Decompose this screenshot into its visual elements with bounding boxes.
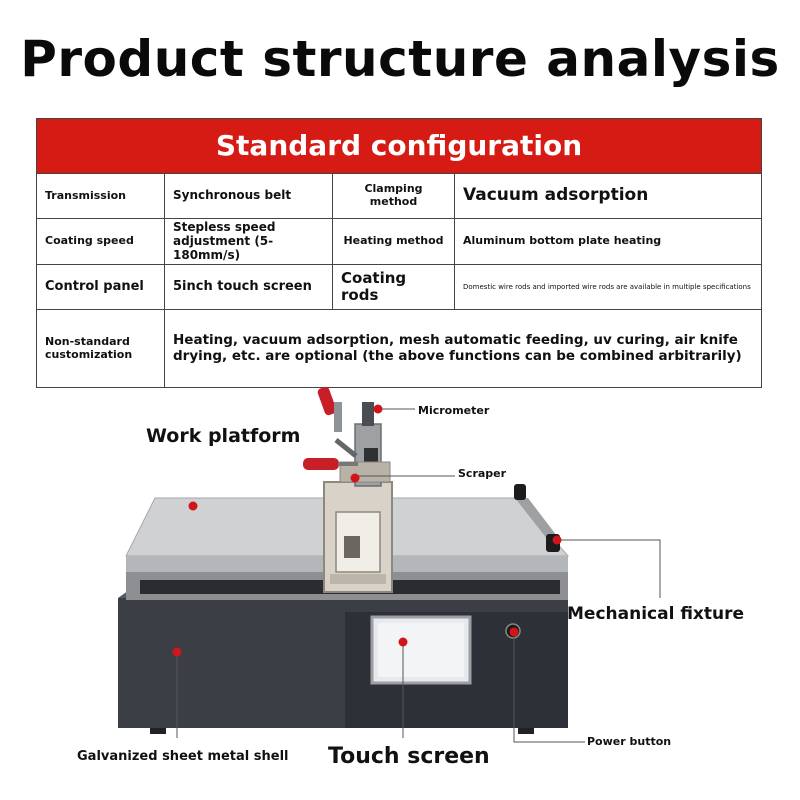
red-clamp-handle-icon <box>303 458 339 470</box>
row-value-2: Vacuum adsorption <box>453 173 763 219</box>
table-heading: Standard configuration <box>35 118 763 174</box>
leader-lines <box>176 408 661 743</box>
scraper-blade <box>344 536 360 558</box>
row-label-2: Heating method <box>332 217 455 266</box>
callout-power-button: Power button <box>587 735 672 748</box>
marker-dot <box>552 535 562 545</box>
fixture-leader <box>560 539 661 598</box>
row-label: Control panel <box>36 264 165 311</box>
table-row: Coating speed Stepless speed adjustment … <box>36 217 763 266</box>
callout-shell: Galvanized sheet metal shell <box>77 749 289 764</box>
row-value-2: Aluminum bottom plate heating <box>453 217 763 266</box>
red-clamp-handle-icon <box>317 386 337 416</box>
callout-mechanical-fixture: Mechanical fixture <box>567 604 745 624</box>
marker-dot <box>509 627 519 637</box>
row-value: Synchronous belt <box>164 173 333 219</box>
row-value: Heating, vacuum adsorption, mesh automat… <box>163 309 763 389</box>
marker-dot <box>398 637 408 647</box>
machine-foot <box>150 728 166 734</box>
row-value: 5inch touch screen <box>164 264 333 311</box>
table-row: Control panel 5inch touch screen Coating… <box>36 264 763 311</box>
marker-dot <box>188 501 198 511</box>
callout-work-platform: Work platform <box>146 425 301 447</box>
markers <box>172 404 562 657</box>
marker-dot <box>350 473 360 483</box>
micrometer-head <box>362 402 374 426</box>
side-rail <box>515 498 560 540</box>
row-value: Stepless speed adjustment (5-180mm/s) <box>164 217 333 266</box>
scraper-base <box>330 574 386 584</box>
row-label: Non-standard customization <box>36 309 165 389</box>
fixture-knob-icon <box>514 484 526 500</box>
table-row: Transmission Synchronous belt Clamping m… <box>36 173 763 219</box>
power-leader <box>513 632 585 743</box>
callout-scraper: Scraper <box>458 467 507 480</box>
marker-dot <box>172 647 182 657</box>
machine-foot <box>518 728 534 734</box>
table-row: Non-standard customization Heating, vacu… <box>36 309 763 389</box>
marker-dot <box>373 404 383 414</box>
clamp-post <box>334 402 342 432</box>
callout-touch-screen: Touch screen <box>328 744 490 769</box>
page-title: Product structure analysis <box>20 30 780 88</box>
row-label: Coating speed <box>36 217 165 266</box>
touch-screen-glass <box>378 623 464 677</box>
standard-configuration-table: Standard configuration Transmission Sync… <box>35 118 763 389</box>
callout-micrometer: Micrometer <box>418 404 490 417</box>
clamp-arm <box>334 438 358 458</box>
row-label-2: Coating rods <box>332 264 455 311</box>
row-value-2: Domestic wire rods and imported wire rod… <box>453 264 763 311</box>
